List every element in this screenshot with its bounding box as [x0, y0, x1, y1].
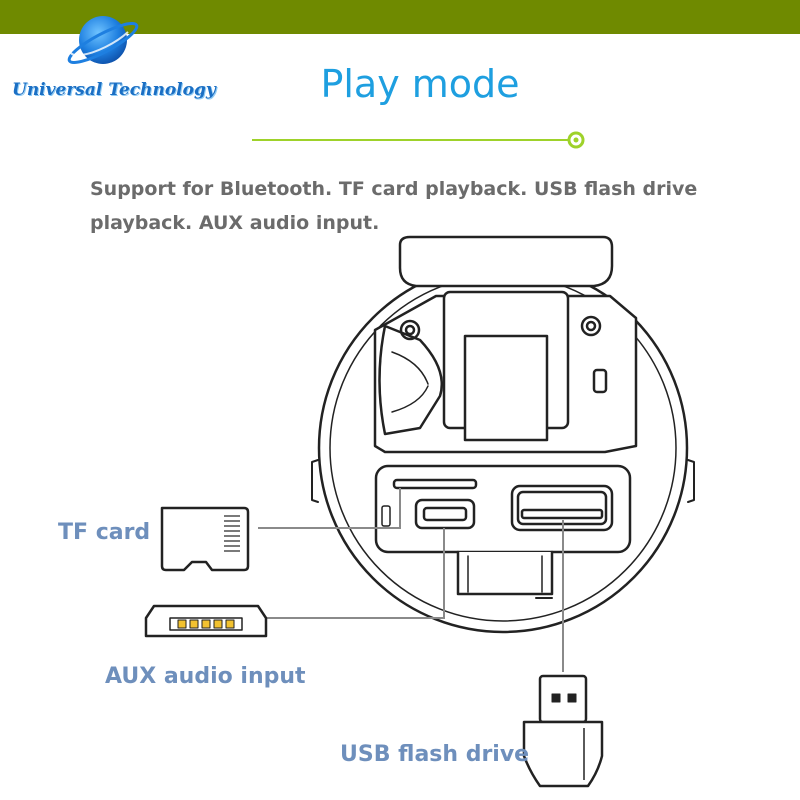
usb-drive-label: USB flash drive	[340, 742, 530, 767]
planet-logo-icon	[67, 16, 139, 65]
tf-card-slot	[392, 478, 478, 490]
aux-input-leader-line	[266, 528, 445, 619]
device-screw-left	[399, 319, 421, 341]
device-screw-right	[580, 315, 602, 337]
top-bar	[0, 0, 800, 34]
brand-name: Universal Technology	[12, 80, 216, 100]
device-top-clip	[398, 235, 614, 288]
page-title: Play mode	[320, 62, 520, 106]
usb-flash-drive-icon	[522, 674, 604, 788]
device-mount-window	[463, 334, 549, 442]
description: Support for Bluetooth. TF card playback.…	[90, 172, 750, 240]
tf-card-leader-line	[258, 488, 401, 529]
title-divider	[252, 131, 585, 149]
micro-usb-connector-icon	[144, 604, 268, 638]
tf-card-label: TF card	[58, 520, 151, 545]
description-line-2: playback. AUX audio input.	[90, 212, 380, 234]
aux-input-label: AUX audio input	[105, 664, 306, 689]
device-side-button	[592, 368, 608, 394]
tf-card-icon	[160, 506, 250, 572]
device-lower-bracket	[456, 550, 554, 596]
description-line-1: Support for Bluetooth. TF card playback.…	[90, 178, 698, 200]
